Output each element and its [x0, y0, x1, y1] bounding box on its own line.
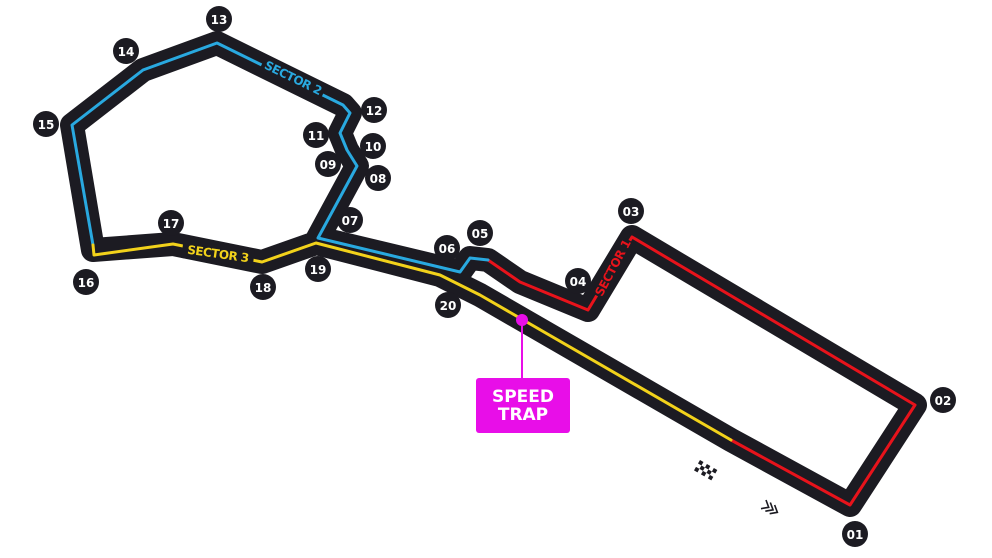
turn-marker	[434, 235, 460, 261]
turn-number: 20	[440, 299, 457, 313]
sector-3-line	[91, 241, 733, 442]
turn-number: 15	[38, 118, 55, 132]
turn-number: 03	[623, 205, 640, 219]
turn-number: 09	[320, 158, 337, 172]
turn-number: 02	[935, 394, 952, 408]
turn-marker	[33, 111, 59, 137]
sector-3-label-group: SECTOR 3	[181, 240, 255, 268]
turn-number: 13	[211, 13, 228, 27]
sector-1-line	[486, 235, 917, 507]
turn-number: 04	[570, 275, 587, 289]
turn-marker	[73, 269, 99, 295]
turn-marker	[361, 97, 387, 123]
turn-number: 14	[118, 45, 135, 59]
turn-number: 19	[310, 263, 327, 277]
sector-2-line	[70, 41, 490, 274]
speed-trap-line-2: TRAP	[497, 404, 549, 425]
turn-marker	[158, 210, 184, 236]
turn-number: 06	[439, 242, 456, 256]
turn-marker	[618, 198, 644, 224]
turn-marker	[305, 256, 331, 282]
turn-marker	[565, 268, 591, 294]
turn-marker	[467, 220, 493, 246]
turn-number: 16	[78, 276, 95, 290]
turn-number: 18	[255, 281, 272, 295]
turn-marker	[206, 6, 232, 32]
turn-number: 05	[472, 227, 489, 241]
turn-marker	[303, 122, 329, 148]
turn-number: 08	[370, 172, 387, 186]
checkered-flag-icon	[694, 460, 718, 481]
turn-marker	[365, 165, 391, 191]
direction-chevrons-icon	[760, 499, 779, 515]
turn-marker	[842, 521, 868, 547]
turn-number: 12	[366, 104, 383, 118]
track-surface	[60, 31, 927, 517]
turn-number: 07	[342, 214, 359, 228]
turn-marker	[930, 387, 956, 413]
turn-marker	[337, 207, 363, 233]
turn-number: 17	[163, 217, 180, 231]
turn-marker	[113, 38, 139, 64]
turn-marker	[360, 133, 386, 159]
turn-number: 10	[365, 140, 382, 154]
turn-markers: 01 02 03 04 05 06 07 08 09 10 11 12 13 14 15 16 17 18 19 20	[33, 6, 956, 547]
turn-marker	[435, 292, 461, 318]
turn-number: 11	[308, 129, 325, 143]
speed-trap-label: SPEED TRAP	[476, 378, 570, 433]
turn-marker	[250, 274, 276, 300]
speed-trap-line-1: SPEED	[491, 386, 555, 407]
speed-trap-dot	[516, 314, 528, 326]
turn-number: 01	[847, 528, 864, 542]
turn-marker	[315, 151, 341, 177]
